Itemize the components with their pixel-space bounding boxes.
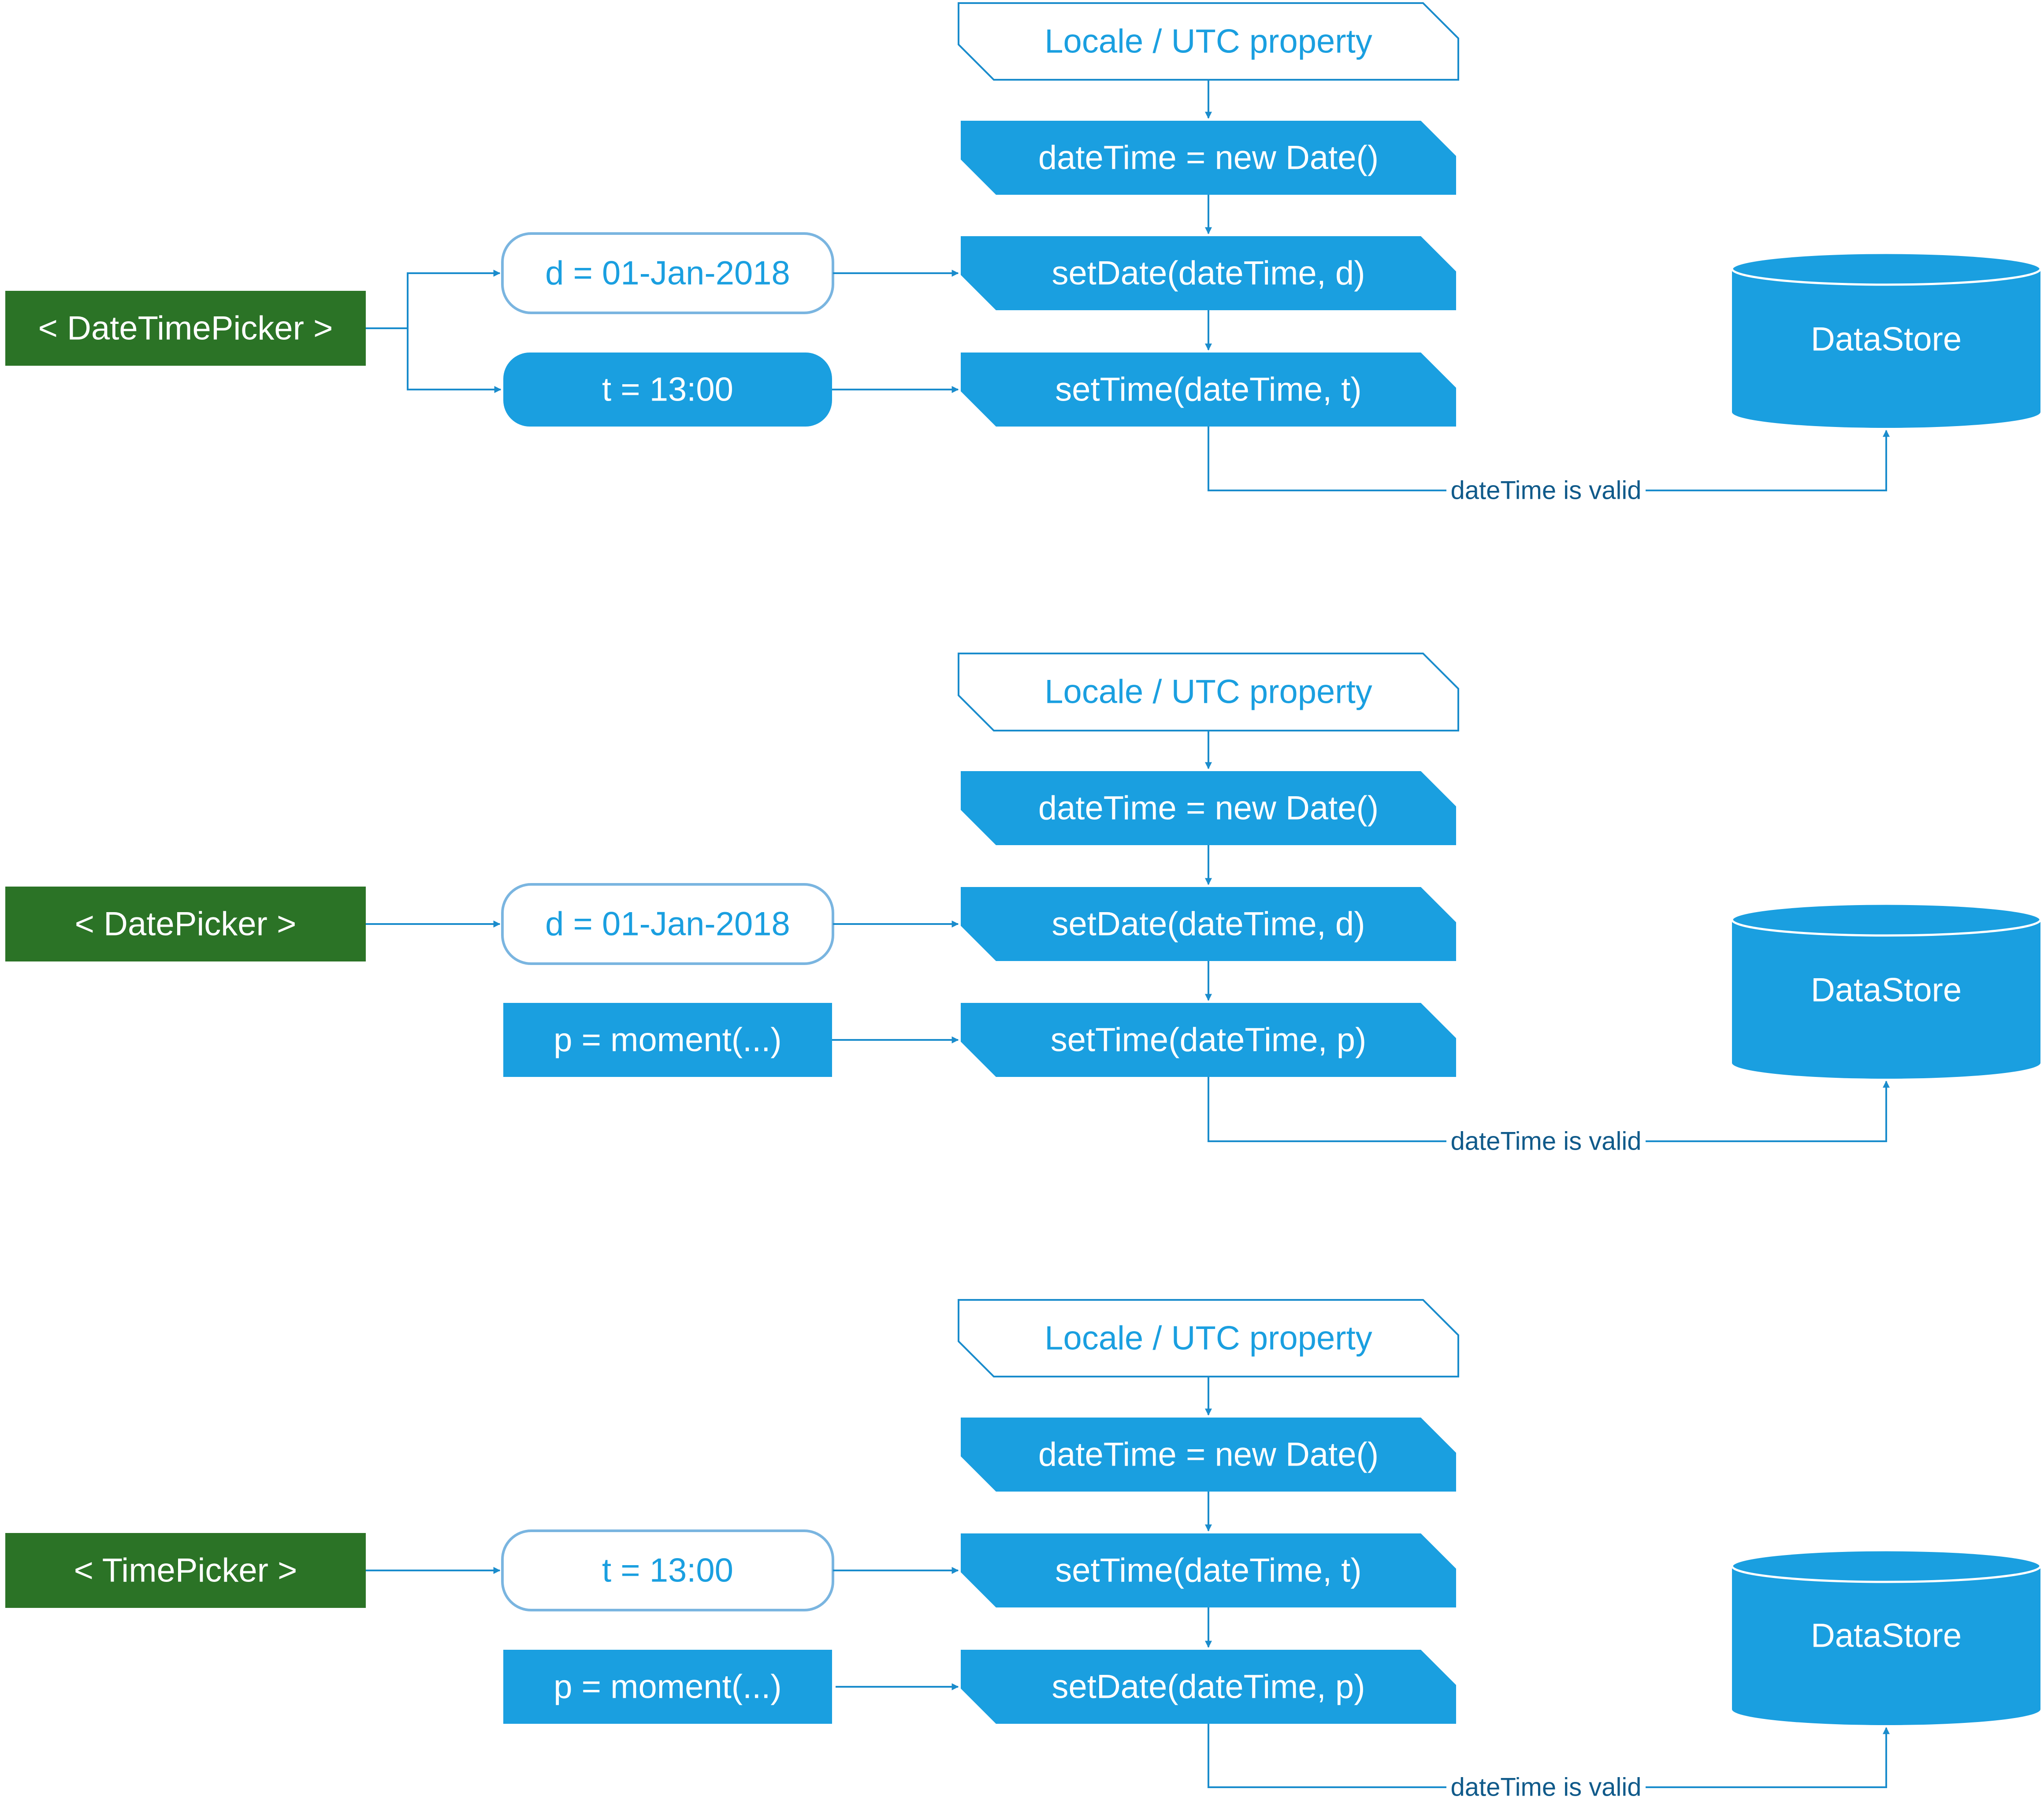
picker-box xyxy=(5,291,366,366)
step1-label: setDate(dateTime, d) xyxy=(1052,906,1365,943)
picker-label: < DatePicker > xyxy=(75,906,297,943)
arrow-picker-to-input2 xyxy=(407,328,502,393)
step2-box xyxy=(961,1650,1456,1724)
picker-label: < TimePicker > xyxy=(74,1552,297,1589)
picker-label: < DateTimePicker > xyxy=(38,310,333,347)
panel-datetimepicker: Locale / UTC property dateTime = new Dat… xyxy=(5,2,2042,505)
datastore-cylinder xyxy=(1732,920,2040,1079)
init-label: dateTime = new Date() xyxy=(1038,1436,1379,1474)
locale-box xyxy=(958,653,1459,731)
init-label: dateTime = new Date() xyxy=(1038,139,1379,177)
input2-box xyxy=(503,1650,832,1724)
step1-box xyxy=(961,236,1456,310)
step1-box xyxy=(961,1533,1456,1607)
datastore-top xyxy=(1731,902,2042,937)
input1-label: d = 01-Jan-2018 xyxy=(545,906,790,943)
picker-box xyxy=(5,887,366,961)
input1-label: d = 01-Jan-2018 xyxy=(545,255,790,292)
step1-box xyxy=(961,887,1456,961)
step2-box xyxy=(961,1003,1456,1077)
datastore-top xyxy=(1731,252,2042,286)
locale-label: Locale / UTC property xyxy=(1044,1320,1372,1357)
locale-label: Locale / UTC property xyxy=(1044,23,1372,60)
step1-label: setTime(dateTime, t) xyxy=(1055,1552,1361,1589)
locale-label: Locale / UTC property xyxy=(1044,673,1372,711)
input2-box xyxy=(503,353,832,427)
edge-label: dateTime is valid xyxy=(1450,476,1641,505)
datastore-label: DataStore xyxy=(1811,321,1962,358)
input2-label: t = 13:00 xyxy=(602,371,733,408)
init-box xyxy=(961,771,1456,845)
step2-box xyxy=(961,353,1456,427)
panel-timepicker: Locale / UTC property dateTime = new Dat… xyxy=(5,1299,2042,1802)
init-label: dateTime = new Date() xyxy=(1038,790,1379,827)
input2-label: p = moment(...) xyxy=(554,1668,781,1706)
datastore-cylinder xyxy=(1732,1566,2040,1725)
step2-label: setTime(dateTime, p) xyxy=(1051,1021,1367,1059)
input1-label: t = 13:00 xyxy=(602,1552,733,1589)
datastore-label: DataStore xyxy=(1811,1617,1962,1655)
datastore-top xyxy=(1731,1549,2042,1583)
step1-label: setDate(dateTime, d) xyxy=(1052,255,1365,292)
init-box xyxy=(961,121,1456,195)
edge-label: dateTime is valid xyxy=(1450,1773,1641,1802)
input2-box xyxy=(503,1003,832,1077)
picker-box xyxy=(5,1533,366,1608)
datastore-cylinder xyxy=(1732,269,2040,428)
arrow-picker-to-input1 xyxy=(366,270,501,329)
edge-label: dateTime is valid xyxy=(1450,1127,1641,1156)
locale-box xyxy=(958,2,1459,81)
panel-datepicker: Locale / UTC property dateTime = new Dat… xyxy=(5,653,2042,1156)
init-box xyxy=(961,1418,1456,1492)
step2-label: setTime(dateTime, t) xyxy=(1055,371,1361,408)
datastore-label: DataStore xyxy=(1811,972,1962,1009)
step2-label: setDate(dateTime, p) xyxy=(1052,1668,1365,1706)
locale-box xyxy=(958,1299,1459,1377)
input2-label: p = moment(...) xyxy=(554,1021,781,1059)
